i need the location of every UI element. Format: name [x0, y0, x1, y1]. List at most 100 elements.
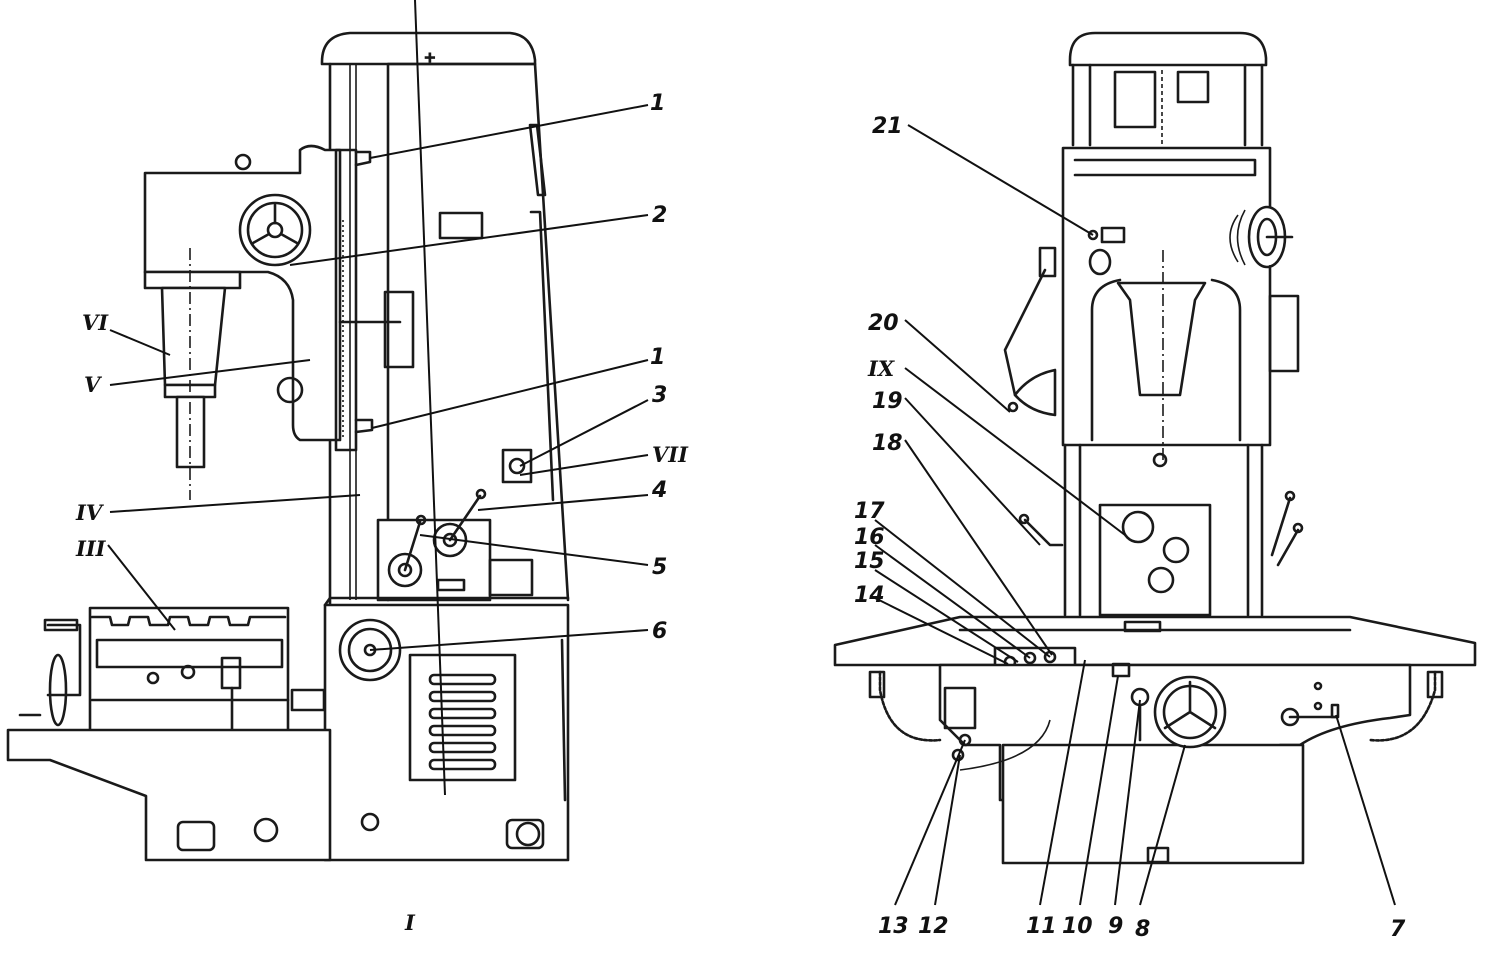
t-slots	[90, 615, 287, 627]
label-15: 15	[854, 549, 885, 574]
label-12: 12	[918, 914, 949, 939]
spindle-handwheel	[238, 193, 312, 267]
knob-12	[951, 748, 965, 762]
clamp-knob	[276, 376, 304, 404]
oil-cap	[234, 153, 252, 171]
front-table	[833, 615, 1477, 667]
upper-stop	[354, 150, 372, 167]
label-V: V	[84, 372, 103, 397]
table-key	[1123, 620, 1162, 633]
label-VI: VI	[82, 310, 109, 335]
front-view-labels: 21 20 IX 19 18 17 16 15 14 13 12 11 10 9…	[854, 114, 1406, 942]
label-11: 11	[1026, 914, 1057, 939]
label-18: 18	[872, 431, 903, 456]
base-foot	[1146, 846, 1170, 864]
motor-bracket-right	[1176, 70, 1210, 104]
lamp-switch	[1007, 401, 1019, 413]
gear-cover-3	[1147, 566, 1175, 594]
lever-19	[1023, 518, 1064, 547]
drain-cover	[505, 818, 545, 850]
right-levers	[1270, 496, 1300, 567]
fitting-left	[868, 670, 886, 699]
spindle-flange	[143, 270, 242, 290]
feed-nut	[1152, 452, 1168, 468]
cross-mark: +	[424, 50, 436, 66]
housing-upper-rib	[1073, 158, 1257, 177]
label-10: 10	[1062, 914, 1093, 939]
quill-handwheel	[1247, 205, 1294, 269]
spindle-sleeve-front	[1116, 281, 1207, 397]
main-switch	[508, 457, 526, 475]
plug	[360, 812, 380, 832]
label-19: 19	[872, 389, 903, 414]
lamp-bracket	[1038, 246, 1057, 278]
fitting-right	[1426, 670, 1444, 699]
indicator-lamp	[1100, 226, 1126, 244]
label-14: 14	[854, 583, 885, 608]
cross-feed-bracket	[46, 623, 82, 697]
lamp-arm	[1003, 268, 1047, 397]
gearbox-panel	[376, 518, 492, 602]
label-1-upper-stop: 1	[650, 91, 665, 116]
bed-fastener	[253, 817, 279, 843]
cross-feed-handwheel	[48, 653, 68, 727]
motor-box	[488, 558, 534, 597]
label-2: 2	[652, 203, 667, 228]
lower-stop	[354, 418, 374, 434]
louvered-cover	[408, 653, 517, 782]
louvers	[428, 673, 497, 771]
label-8: 8	[1135, 917, 1150, 942]
guide-columns	[1063, 443, 1264, 617]
selector-knob	[1088, 248, 1112, 276]
front-view-leaders	[874, 124, 1396, 906]
knob-7	[1330, 703, 1340, 719]
column-top-cap	[320, 31, 537, 66]
label-1-lower-stop: 1	[650, 345, 665, 370]
speed-dial	[432, 522, 468, 558]
cable	[959, 719, 1051, 771]
work-lamp	[1013, 368, 1057, 417]
column-edge-strip	[529, 210, 555, 502]
handwheel-motion-lines	[1229, 209, 1246, 266]
label-21: 21	[872, 114, 903, 139]
label-9: 9	[1108, 914, 1123, 939]
table-lock	[180, 664, 196, 680]
switch-plate	[383, 290, 415, 369]
gear-cover-2	[1162, 536, 1190, 564]
work-table	[88, 606, 290, 737]
lead-screw-end	[290, 688, 326, 712]
gearbox-IX	[1098, 503, 1212, 617]
label-IX: IX	[867, 356, 895, 381]
button-21	[1087, 229, 1099, 241]
label-20: 20	[868, 311, 899, 336]
dial-scale	[43, 618, 79, 632]
depth-gauge-plate	[1268, 294, 1300, 373]
table-clamp	[146, 671, 160, 685]
spindle-sleeve	[160, 286, 227, 387]
motor-cap	[1068, 31, 1268, 67]
label-17: 17	[854, 499, 885, 524]
label-7: 7	[1390, 917, 1406, 942]
speed-lever	[448, 494, 482, 542]
base-top	[323, 596, 570, 607]
front-base	[1001, 743, 1305, 865]
button-15	[1023, 651, 1037, 665]
label-3: 3	[652, 383, 667, 408]
nameplate	[438, 211, 484, 240]
label-VII: VII	[652, 442, 689, 467]
label-IV: IV	[75, 500, 105, 525]
longitudinal-handwheel	[1153, 675, 1227, 749]
knob-13	[958, 733, 972, 747]
hose-right	[1368, 670, 1437, 742]
bed-handhole	[176, 820, 216, 852]
switch-box	[501, 448, 533, 484]
label-13: 13	[878, 914, 909, 939]
motor-frame	[1071, 63, 1264, 147]
switch-10	[1111, 662, 1131, 678]
front-view	[833, 31, 1477, 865]
bracket-13	[943, 686, 977, 730]
column-strip	[528, 123, 547, 197]
label-5: 5	[652, 555, 667, 580]
hose-left	[878, 670, 942, 742]
